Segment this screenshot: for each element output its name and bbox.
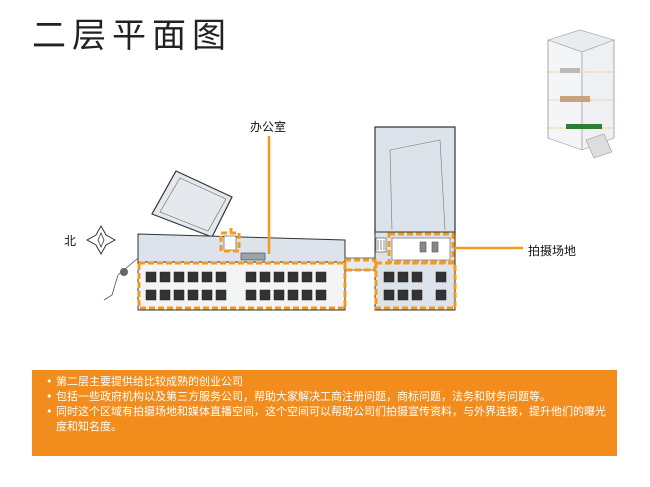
info-item: 第二层主要提供给比较成熟的创业公司 bbox=[46, 374, 609, 389]
north-compass-icon bbox=[85, 224, 117, 256]
label-office: 办公室 bbox=[250, 120, 287, 134]
label-north: 北 bbox=[64, 234, 77, 248]
leader-lines bbox=[267, 136, 523, 254]
info-box: 第二层主要提供给比较成熟的创业公司 包括一些政府机构以及第三方服务公司，帮助大家… bbox=[32, 370, 617, 456]
photo-studio bbox=[391, 237, 451, 261]
info-item: 包括一些政府机构以及第三方服务公司，帮助大家解决工商注册问题，商标问题，法务和财… bbox=[46, 389, 609, 404]
info-item: 同时这个区域有拍摄场地和媒体直播空间，这个空间可以帮助公司们拍摄宣传资料，与外界… bbox=[46, 404, 609, 434]
axonometric-thumbnail bbox=[547, 29, 615, 159]
page-title: 二层平面图 bbox=[32, 16, 232, 56]
label-photo-area: 拍摄场地 bbox=[528, 244, 577, 258]
info-list: 第二层主要提供给比较成熟的创业公司 包括一些政府机构以及第三方服务公司，帮助大家… bbox=[32, 370, 617, 434]
desk-rows-right bbox=[383, 271, 447, 301]
rotated-block bbox=[151, 170, 233, 238]
tall-block bbox=[374, 126, 456, 235]
desk-rows-left bbox=[145, 271, 327, 301]
